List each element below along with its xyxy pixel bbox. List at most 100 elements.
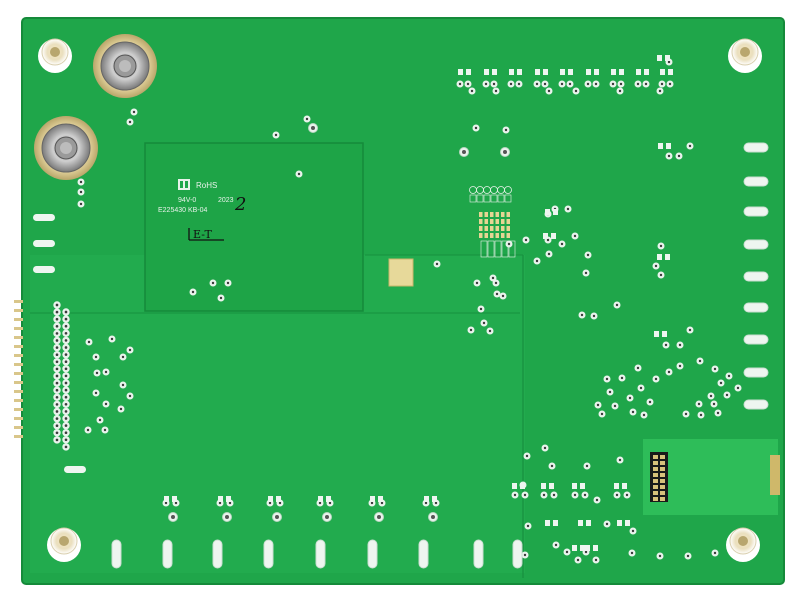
via-hole: [727, 374, 731, 378]
fine-pad: [495, 219, 499, 224]
smd-pad: [378, 496, 383, 502]
smd-pad: [545, 520, 550, 526]
fine-pad: [490, 226, 494, 231]
via-hole: [55, 381, 59, 385]
smd-pad: [520, 483, 525, 489]
edge-pin: [14, 336, 23, 339]
via-hole: [55, 303, 59, 307]
via-hole: [504, 128, 508, 132]
fine-pad: [479, 233, 483, 238]
right-slot-pad: [743, 271, 769, 282]
via-hole: [64, 402, 68, 406]
smd-pad: [644, 69, 649, 75]
smd-pad: [541, 483, 546, 489]
edge-pin: [14, 309, 23, 312]
via-hole: [55, 438, 59, 442]
edge-pin: [14, 354, 23, 357]
via-hole: [613, 404, 617, 408]
header-pin: [653, 497, 658, 501]
via-hole: [64, 331, 68, 335]
fine-pad: [506, 226, 510, 231]
edge-pin: [14, 426, 23, 429]
smd-pad: [268, 496, 273, 502]
right-slot-pad: [743, 399, 769, 410]
via-hole: [605, 522, 609, 526]
silkscreen-marking: RoHS 94V-0 2023 E225430 KB-04: [158, 179, 234, 214]
via-hole: [596, 403, 600, 407]
year-text: 2023: [218, 197, 234, 204]
via-hole: [546, 238, 550, 242]
via-hole: [226, 281, 230, 285]
bottom-slot-pad: [162, 539, 173, 569]
via-hole: [667, 60, 671, 64]
via-hole: [79, 190, 83, 194]
via-hole: [55, 417, 59, 420]
bottom-slot-pad: [418, 539, 429, 569]
via-hole: [470, 89, 474, 93]
plated-hole-center: [377, 515, 381, 519]
via-hole: [574, 89, 578, 93]
via-hole: [121, 383, 125, 387]
smd-pad: [586, 520, 591, 526]
edge-pin: [14, 300, 23, 303]
via-hole: [543, 82, 547, 86]
via-hole: [128, 394, 132, 398]
via-hole: [64, 367, 68, 371]
via-hole: [586, 253, 590, 257]
pin-label-box: [469, 194, 477, 203]
via-hole: [278, 501, 282, 505]
fine-pad: [495, 226, 499, 231]
via-hole: [608, 390, 612, 394]
plated-hole-center: [503, 150, 507, 154]
via-hole: [64, 310, 68, 314]
handwritten-label: E-T: [188, 228, 224, 241]
via-hole: [132, 110, 136, 114]
via-hole: [297, 172, 301, 176]
via-hole: [64, 381, 68, 385]
fine-pad: [501, 212, 505, 217]
smd-pad: [424, 496, 429, 502]
via-hole: [491, 276, 495, 280]
via-hole: [328, 501, 332, 505]
via-hole: [636, 366, 640, 370]
smd-pad: [585, 545, 590, 551]
bottom-slot-pad: [315, 539, 326, 569]
via-hole: [566, 207, 570, 211]
header-pin: [653, 473, 658, 477]
right-slot-pad: [743, 302, 769, 313]
edge-pin: [14, 327, 23, 330]
via-hole: [584, 550, 588, 554]
via-hole: [64, 317, 68, 321]
via-hole: [644, 82, 648, 86]
via-hole: [618, 458, 622, 462]
via-hole: [103, 428, 107, 432]
via-hole: [547, 89, 551, 93]
module-outline: [144, 142, 364, 312]
via-hole: [630, 551, 634, 555]
right-slot-pad: [743, 142, 769, 153]
via-hole: [64, 388, 68, 392]
via-hole: [211, 281, 215, 285]
via-hole: [228, 501, 232, 505]
via-hole: [495, 292, 499, 296]
smd-pad: [665, 55, 670, 61]
via-hole: [678, 343, 682, 347]
left-slot-pad: [64, 466, 86, 473]
via-hole: [55, 410, 59, 413]
via-hole: [524, 238, 528, 242]
fine-pad: [484, 212, 488, 217]
fine-pad: [501, 226, 505, 231]
smd-pad: [276, 496, 281, 502]
fine-pad: [490, 212, 494, 217]
via-hole: [110, 337, 114, 341]
via-hole: [191, 290, 195, 294]
fine-pad: [479, 219, 483, 224]
fine-pad: [501, 219, 505, 224]
smd-pad: [218, 496, 223, 502]
via-hole: [55, 324, 59, 328]
via-hole: [218, 501, 222, 505]
via-hole: [119, 407, 123, 411]
edge-pin: [14, 363, 23, 366]
via-hole: [494, 89, 498, 93]
edge-pin: [14, 318, 23, 321]
